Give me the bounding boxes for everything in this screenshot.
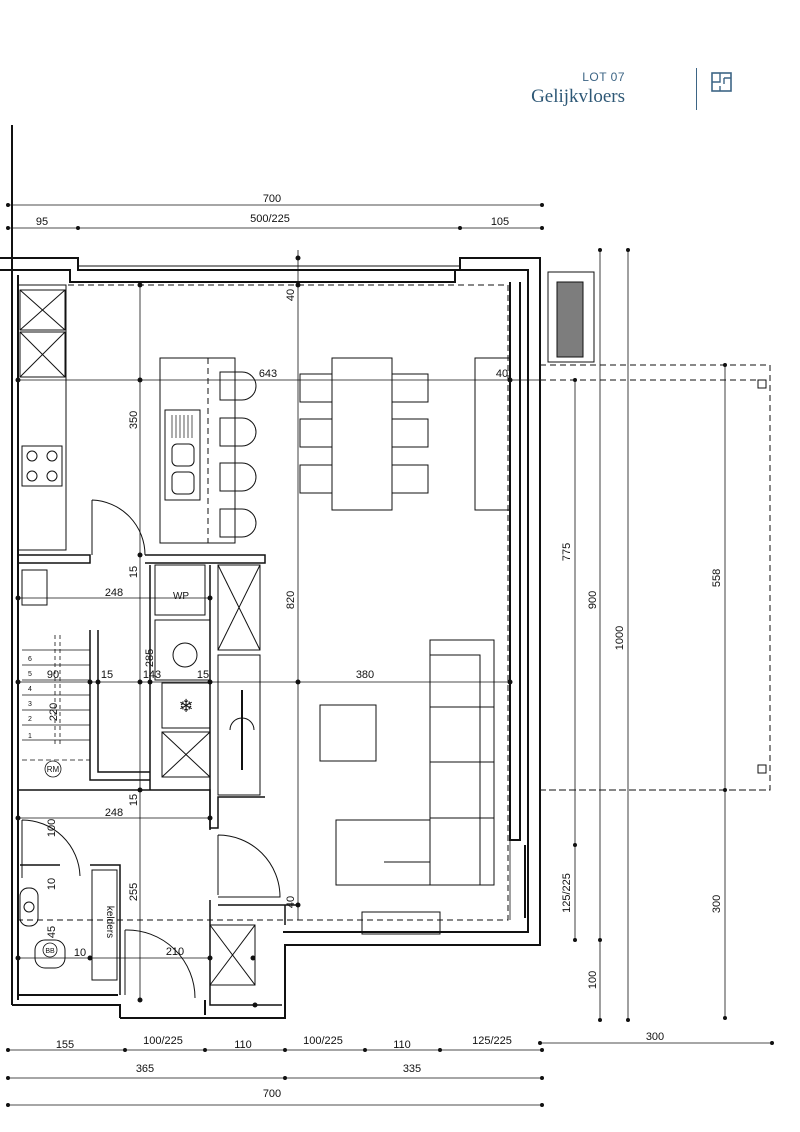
freezer-icon: ❄ xyxy=(178,696,193,717)
dim-terrace-width: 300 xyxy=(646,1031,664,1043)
dim-int-4: 40 xyxy=(496,368,508,380)
doors xyxy=(21,499,281,999)
dim-int-23: 40 xyxy=(285,896,297,908)
stair-step-1: 1 xyxy=(28,733,32,740)
utility xyxy=(21,564,261,986)
dim-int-5: 820 xyxy=(285,591,297,609)
dim-int-18: 10 xyxy=(46,878,58,890)
dim-int-11: 143 xyxy=(143,669,161,681)
dim-int-2: 350 xyxy=(128,411,140,429)
living xyxy=(217,639,495,935)
stair-step-2: 2 xyxy=(28,716,32,723)
dim-int-15: 248 xyxy=(105,807,123,819)
header-divider xyxy=(696,68,697,110)
interior-walls xyxy=(18,554,300,1006)
dim-bottom-5: 110 xyxy=(393,1039,411,1051)
dim-int-20: 45 xyxy=(46,926,58,938)
dimension-ticks xyxy=(6,203,774,1107)
dim-int-17: 100 xyxy=(46,819,58,837)
kitchen xyxy=(17,284,257,551)
stair-step-6: 6 xyxy=(28,656,32,663)
rm-label: RM xyxy=(47,765,60,774)
dim-right-125-225: 125/225 xyxy=(561,873,573,913)
dim-int-6: 15 xyxy=(128,566,140,578)
floor-title: Gelijkvloers xyxy=(531,86,625,107)
dim-bottom-total: 700 xyxy=(263,1088,281,1100)
dim-int-1: 40 xyxy=(285,289,297,301)
stairs xyxy=(22,635,90,761)
dim-int-14: 220 xyxy=(48,703,60,721)
dim-bottom-4: 100/225 xyxy=(303,1035,343,1047)
storage-label: kelders xyxy=(104,906,115,938)
dim-int-12: 15 xyxy=(197,669,209,681)
dim-top-window: 500/225 xyxy=(250,213,290,225)
dim-int-16: 15 xyxy=(128,794,140,806)
dim-top-right: 105 xyxy=(491,216,509,228)
dim-int-10: 15 xyxy=(101,669,113,681)
outer-walls xyxy=(0,125,541,1019)
dim-bottom-2: 100/225 xyxy=(143,1035,183,1047)
stair-step-4: 4 xyxy=(28,686,32,693)
dimension-lines xyxy=(8,204,772,1106)
dim-bottom-left-half: 365 xyxy=(136,1063,154,1075)
dim-bottom-right-half: 335 xyxy=(403,1063,421,1075)
stair-step-5: 5 xyxy=(28,671,32,678)
terrace-outline xyxy=(17,284,771,921)
dim-top-total: 700 xyxy=(263,193,281,205)
dim-right-100: 100 xyxy=(587,971,599,989)
lot-label: LOT 07 xyxy=(582,70,625,84)
dim-int-7: 248 xyxy=(105,587,123,599)
dim-int-3: 643 xyxy=(259,368,277,380)
stair-step-3: 3 xyxy=(28,701,32,708)
dim-int-22: 210 xyxy=(166,946,184,958)
dim-top-left: 95 xyxy=(36,216,48,228)
dim-int-13: 380 xyxy=(356,669,374,681)
dimension-labels: 700 95 500/225 105 155 100/225 110 100/2… xyxy=(36,193,723,1100)
dim-right-1000: 1000 xyxy=(614,626,626,650)
dim-right-775: 775 xyxy=(561,543,573,561)
dining-table xyxy=(299,357,511,511)
dim-int-19: 255 xyxy=(128,883,140,901)
dim-right-558: 558 xyxy=(711,569,723,587)
floorplan-icon xyxy=(711,72,732,92)
dim-bottom-6: 125/225 xyxy=(472,1035,512,1047)
dim-int-8: 285 xyxy=(144,649,156,667)
dim-int-9: 90 xyxy=(47,669,59,681)
dim-bottom-3: 110 xyxy=(234,1039,252,1051)
fixture-labels: WP RM kelders BB 1 2 3 4 5 6 ❄ xyxy=(28,591,194,958)
dim-right-300: 300 xyxy=(711,895,723,913)
dim-bottom-1: 155 xyxy=(56,1039,74,1051)
wp-label: WP xyxy=(173,591,189,602)
toilet-area xyxy=(19,869,118,981)
dim-right-900: 900 xyxy=(587,591,599,609)
dim-int-21: 10 xyxy=(74,947,86,959)
bb-label: BB xyxy=(45,948,55,955)
plan-header: LOT 07 Gelijkvloers xyxy=(531,64,740,114)
